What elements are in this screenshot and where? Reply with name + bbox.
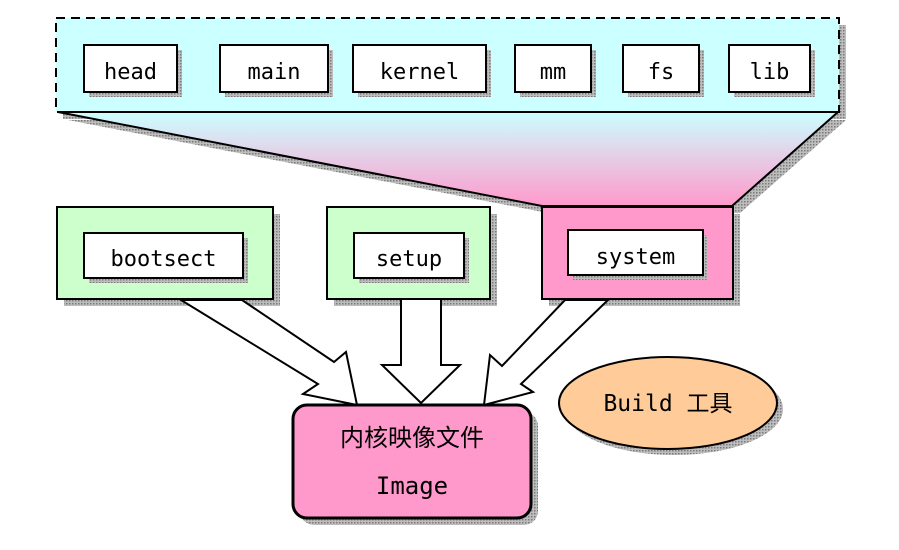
module-label-mm: mm (540, 60, 567, 85)
image-title: 内核映像文件 (340, 424, 484, 452)
arrows (177, 298, 611, 407)
build-tool-label: Build 工具 (603, 391, 732, 417)
module-label-main: main (248, 60, 301, 85)
module-label-fs: fs (648, 60, 675, 85)
component-label-system: system (596, 245, 675, 270)
component-system: system (541, 206, 740, 306)
arrow-system-to-image (482, 299, 611, 407)
module-box-mm: mm (514, 44, 596, 97)
component-bootsect: bootsect (56, 206, 280, 306)
module-box-fs: fs (622, 44, 704, 97)
build-tool: Build 工具 (558, 356, 783, 455)
module-label-kernel: kernel (380, 60, 459, 85)
component-label-setup: setup (376, 247, 442, 272)
image-subtitle: Image (376, 472, 448, 500)
module-box-lib: lib (728, 44, 815, 97)
arrow-bootsect-to-image (177, 299, 359, 407)
component-label-bootsect: bootsect (111, 247, 217, 272)
module-box-kernel: kernel (352, 44, 491, 97)
component-setup: setup (326, 206, 497, 306)
module-box-main: main (219, 44, 333, 97)
module-label-lib: lib (750, 60, 790, 85)
module-box-head: head (83, 44, 182, 97)
module-list: head main kernel mm fs lib (83, 44, 815, 97)
module-label-head: head (104, 60, 157, 85)
kernel-image: 内核映像文件 Image (291, 403, 538, 525)
arrow-setup-to-image (379, 298, 463, 405)
